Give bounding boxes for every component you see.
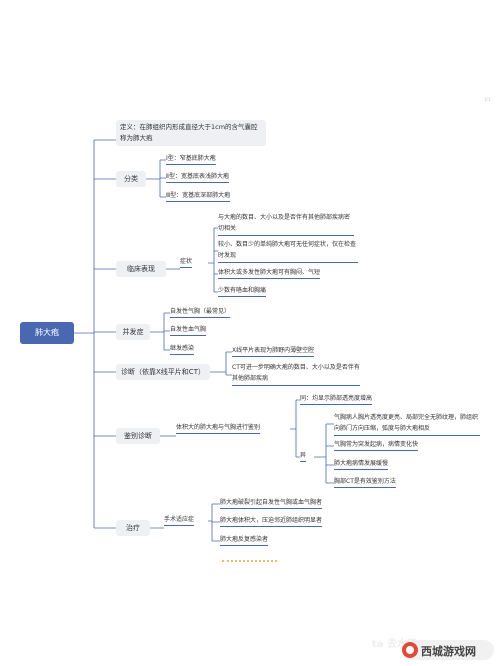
differential-same[interactable]: 同：均显示肺部透亮度增高 (300, 394, 373, 405)
treatment-item-1[interactable]: 肺大疱破裂引起自发性气胸或血气胸者 (220, 498, 323, 509)
clinical-item-1-text: 与大疱的数目、大小以及是否伴有其他肺部疾病密切相关 (218, 214, 351, 232)
watermark-brand-text: 西城游戏网 (421, 645, 476, 658)
treatment-item-3[interactable]: 肺大疱反复感染者 (220, 535, 269, 546)
complications-node[interactable]: 并发症 (116, 324, 150, 340)
definition-node[interactable]: 定义：在肺组织内形成直径大于1cm的含气囊腔称为肺大疱 (116, 120, 266, 146)
differential-sub[interactable]: 体积大的肺大疱与气胸进行鉴别 (176, 423, 261, 434)
differential-diff-item-2[interactable]: 气胸常为突发起病，病情变化快 (334, 440, 419, 451)
classification-item-1[interactable]: Ⅰ型：窄基底肺大疱 (166, 154, 216, 165)
clinical-item-2[interactable]: 较小、数目少的单纯肺大疱可无任何症状，仅在检查时发现 (218, 239, 358, 263)
differential-diff-item-1[interactable]: 气胸病人胸片透亮度更亮、局部完全无肺纹理，肺组织向肺门方向压缩，弧度与肺大疱相反 (334, 412, 480, 436)
complication-item-1[interactable]: 自发性气胸（最常见） (170, 307, 231, 318)
definition-text: 定义：在肺组织内形成直径大于1cm的含气囊腔称为肺大疱 (120, 123, 258, 142)
footer-divider (222, 560, 277, 565)
clinical-item-1[interactable]: 与大疱的数目、大小以及是否伴有其他肺部疾病密切相关 (218, 212, 354, 236)
diagnosis-item-2[interactable]: CT可进一步明确大疱的数目、大小以及是否伴有其他肺部疾病 (232, 362, 360, 386)
clinical-item-3[interactable]: 体积大或多发性肺大疱可有胸闷、气短 (218, 268, 321, 279)
watermark-faint-text: ta 去水印 (372, 639, 418, 650)
classification-item-3[interactable]: Ⅲ型：宽基底深部肺大疱 (166, 191, 231, 202)
watermark-badge (402, 640, 494, 660)
treatment-sub[interactable]: 手术适应症 (164, 515, 195, 526)
diagnosis-node[interactable]: 诊断（依靠X线平片和CT） (116, 364, 210, 380)
differential-diff-item-1-text: 气胸病人胸片透亮度更亮、局部完全无肺纹理，肺组织向肺门方向压缩，弧度与肺大疱相反 (334, 414, 479, 432)
diagnosis-item-1[interactable]: X线平片表现为肺野内薄壁空腔 (232, 346, 315, 357)
classification-node[interactable]: 分类 (116, 171, 146, 187)
clinical-sub-symptoms[interactable]: 症状 (180, 257, 193, 268)
treatment-item-2[interactable]: 肺大疱体积大，压迫邻近肺组织明显者 (220, 516, 323, 527)
differential-diff-item-4[interactable]: 胸部CT是有效鉴别方法 (334, 477, 396, 488)
classification-item-2[interactable]: Ⅱ型：宽基底表浅肺大疱 (166, 172, 229, 183)
root-node[interactable]: 肺大疱 (20, 322, 74, 344)
treatment-node[interactable]: 治疗 (116, 520, 150, 536)
complication-item-2[interactable]: 自发性血气胸 (170, 325, 207, 336)
differential-diff-item-3[interactable]: 肺大疱病情发展缓慢 (334, 459, 389, 470)
differential-diff-label[interactable]: 异 (300, 451, 307, 462)
complication-item-3[interactable]: 继发感染 (170, 344, 195, 355)
page-number: 1/1 (484, 97, 491, 102)
clinical-item-2-text: 较小、数目少的单纯肺大疱可无任何症状，仅在检查时发现 (218, 241, 357, 259)
clinical-item-4[interactable]: 少数有咯血和胸痛 (218, 286, 267, 297)
clinical-node[interactable]: 临床表现 (116, 261, 166, 277)
differential-node[interactable]: 鉴别诊断 (116, 428, 160, 444)
watermark-logo-icon (402, 642, 418, 658)
diagnosis-item-2-text: CT可进一步明确大疱的数目、大小以及是否伴有其他肺部疾病 (232, 364, 360, 382)
